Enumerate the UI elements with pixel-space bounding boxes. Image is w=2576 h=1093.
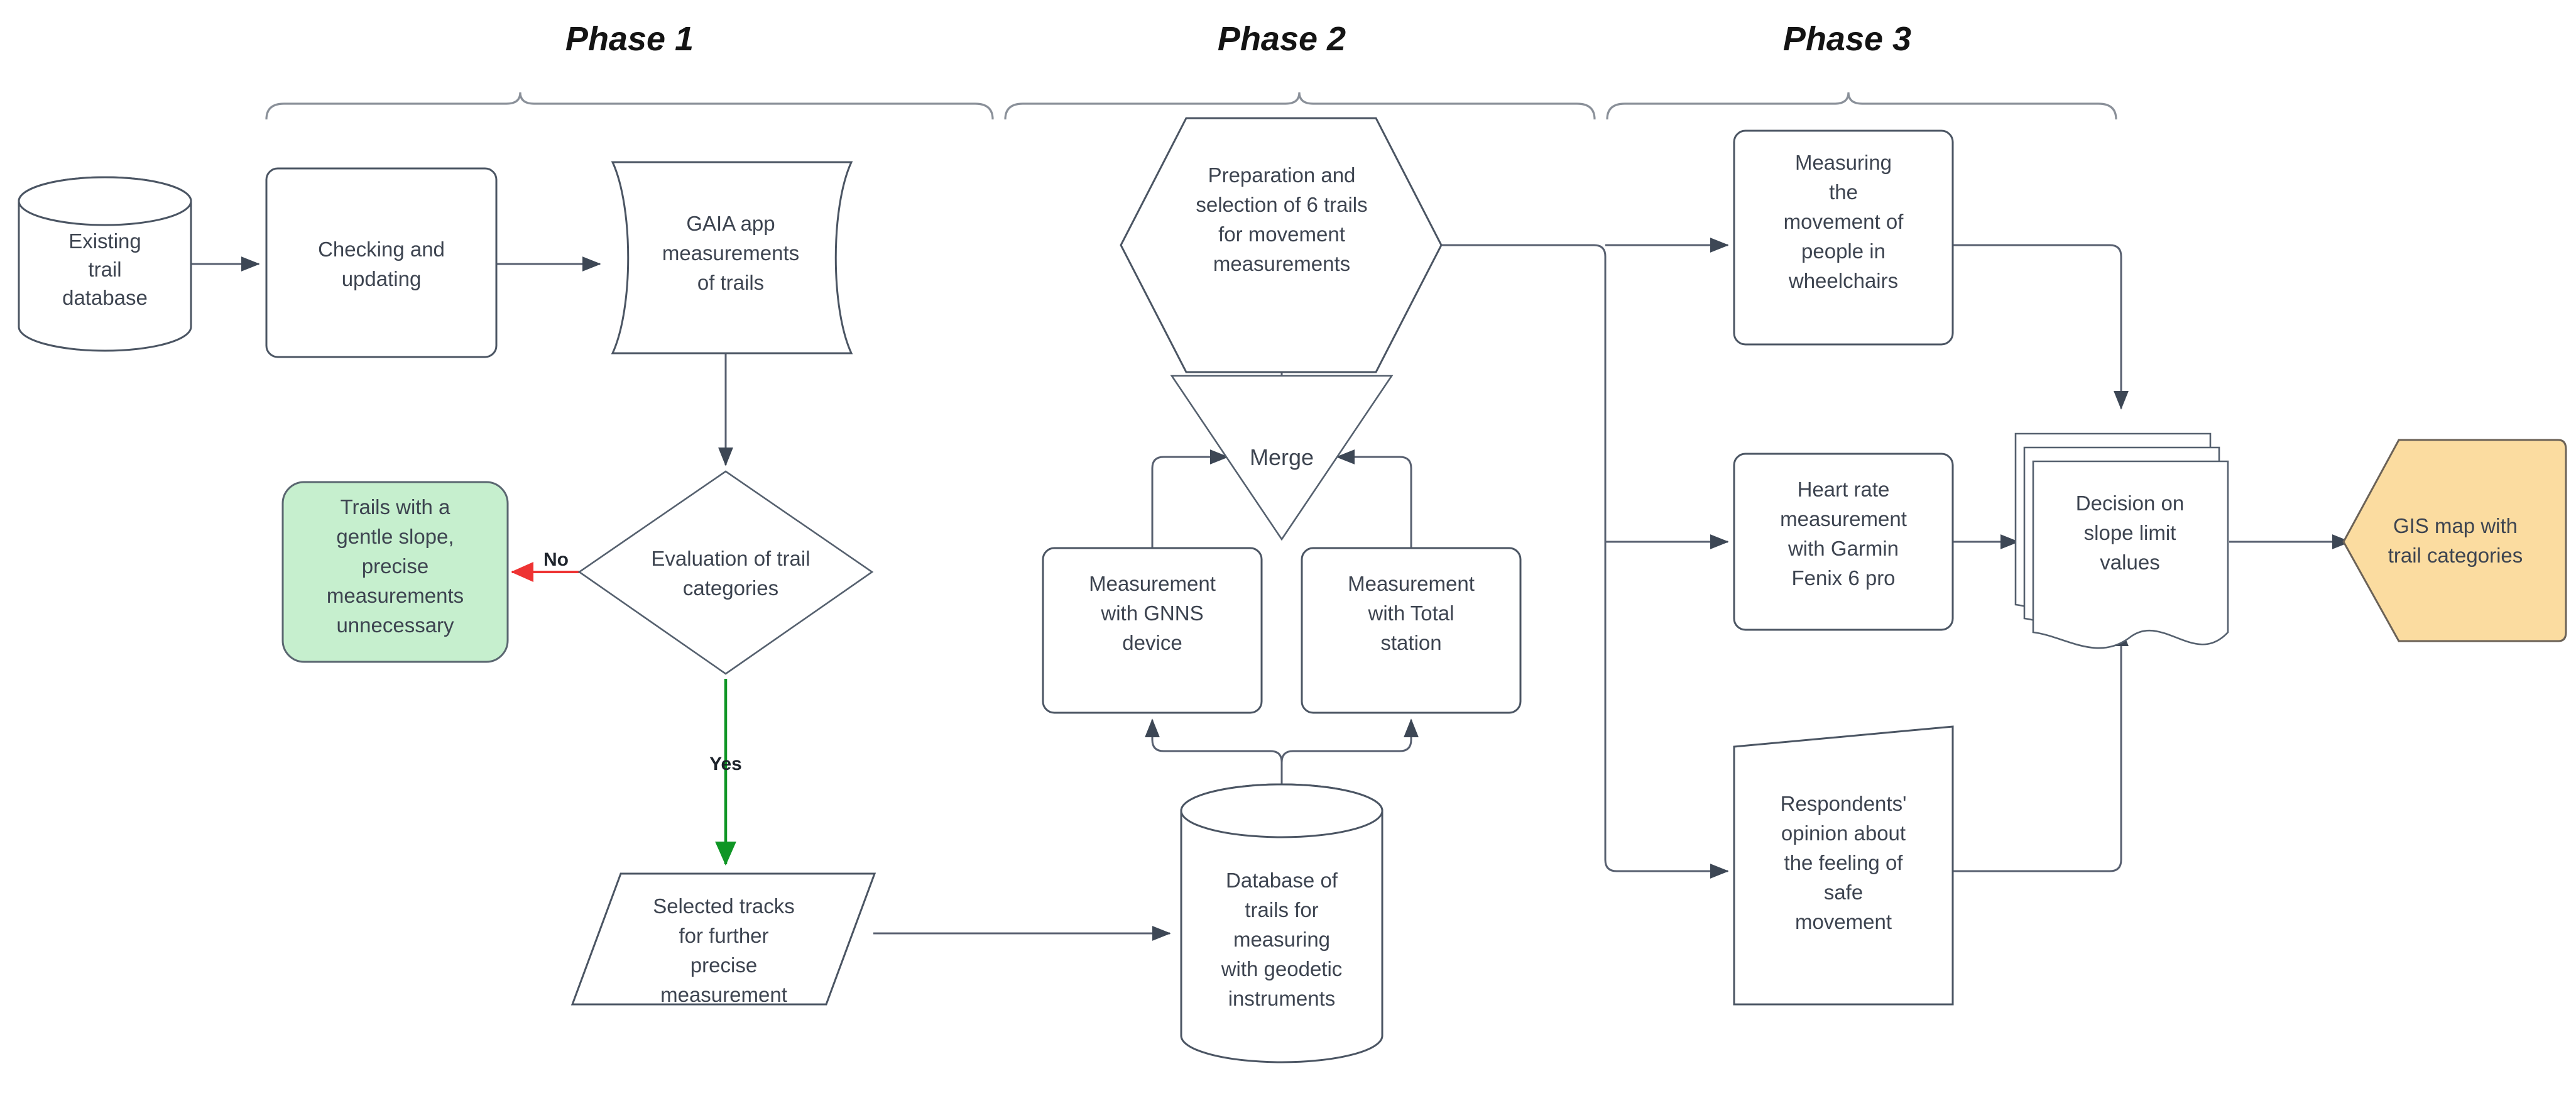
phase-brace-2 — [1004, 92, 1596, 120]
phase-brace-1 — [265, 92, 994, 120]
node-label-line: Existing — [68, 229, 141, 253]
edge-gnns-to-merge — [1151, 449, 1229, 550]
node-measurement-total-station[interactable]: Measurement with Total station — [1301, 547, 1522, 714]
node-database-of-trails-geodetic[interactable]: Database of trails for measuring with ge… — [1180, 783, 1384, 1063]
node-label-line: trail categories — [2388, 544, 2523, 567]
node-label-line: measurement — [660, 983, 787, 1006]
node-label-line: measurements — [662, 241, 799, 265]
node-label-line: the feeling of — [1784, 851, 1904, 874]
node-label-line: gentle slope, — [336, 525, 454, 548]
node-label-line: GIS map with — [2393, 514, 2518, 537]
node-selected-tracks[interactable]: Selected tracks for further precise meas… — [570, 872, 876, 1006]
node-label-line: Trails with a — [341, 495, 450, 519]
node-measuring-wheelchairs[interactable]: Measuring the movement of people in whee… — [1733, 129, 1954, 346]
node-merge[interactable]: Merge — [1170, 375, 1394, 541]
node-label-line: measurements — [327, 584, 464, 607]
node-label-line: Decision on — [2076, 492, 2184, 515]
node-label-line: people in — [1801, 239, 1886, 263]
node-label-line: the — [1829, 180, 1858, 204]
node-label-line: of trails — [697, 271, 764, 294]
node-label-line: Evaluation of trail — [651, 547, 810, 570]
node-label-line: with Total — [1368, 601, 1454, 625]
node-label-line: trail — [88, 258, 121, 281]
node-checking-and-updating[interactable]: Checking and updating — [265, 167, 498, 358]
node-label-line: trails for — [1245, 898, 1318, 921]
node-evaluation-of-trail-categories[interactable]: Evaluation of trail categories — [577, 470, 874, 675]
edge-db-to-gnns — [1145, 718, 1283, 805]
node-existing-trail-database[interactable]: Existing trail database — [18, 176, 192, 352]
node-label-line: Selected tracks — [653, 894, 795, 918]
node-label-line: with GNNS — [1100, 601, 1203, 625]
node-label-line: instruments — [1228, 987, 1336, 1010]
edge-wheelchairs-to-decision — [1953, 244, 2129, 410]
node-measurement-gnns[interactable]: Measurement with GNNS device — [1042, 547, 1263, 714]
edge-total-station-to-merge — [1336, 449, 1412, 550]
node-label-line: safe — [1824, 881, 1863, 904]
node-label-line: Measurement — [1348, 572, 1475, 595]
node-label-line: with Garmin — [1787, 537, 1899, 560]
node-label-line: wheelchairs — [1788, 269, 1898, 292]
node-label-line: measuring — [1233, 928, 1330, 951]
node-label-line: precise — [362, 554, 428, 578]
node-label-line: Merge — [1250, 444, 1314, 470]
node-label-line: selection of 6 trails — [1196, 193, 1367, 216]
node-label-line: opinion about — [1781, 821, 1906, 845]
node-label-line: for movement — [1218, 222, 1345, 246]
edge-label-no: No — [543, 549, 569, 570]
node-label-line: movement of — [1784, 210, 1904, 233]
node-label-line: slope limit — [2084, 521, 2176, 544]
edge-preparation-trunk — [1406, 244, 1729, 879]
edge-respondents-to-decision — [1953, 627, 2129, 872]
phase-label-2: Phase 2 — [1218, 20, 1346, 58]
node-label-line: Measuring — [1795, 151, 1892, 174]
node-label-line: unnecessary — [336, 613, 454, 637]
node-label-line: measurement — [1780, 507, 1907, 530]
node-heart-rate-garmin[interactable]: Heart rate measurement with Garmin Fenix… — [1733, 453, 1954, 631]
node-respondents-opinion[interactable]: Respondents' opinion about the feeling o… — [1733, 725, 1954, 1006]
node-label-line: GAIA app — [686, 212, 775, 235]
node-label-line: values — [2100, 551, 2159, 574]
node-label-line: database — [62, 286, 148, 309]
phase-brace-3 — [1606, 92, 2117, 120]
node-label-line: precise — [690, 953, 757, 977]
node-label-line: Fenix 6 pro — [1791, 566, 1895, 590]
edge-label-yes: Yes — [709, 754, 742, 774]
node-decision-slope-limit[interactable]: Decision on slope limit values — [2014, 432, 2229, 649]
phase-label-3: Phase 3 — [1783, 20, 1911, 58]
node-trails-gentle-slope[interactable]: Trails with a gentle slope, precise meas… — [281, 481, 509, 663]
phase-label-1: Phase 1 — [565, 20, 694, 58]
node-gaia-app-measurements[interactable]: GAIA app measurements of trails — [611, 161, 853, 354]
node-label-line: Measurement — [1089, 572, 1216, 595]
node-label-line: station — [1380, 631, 1441, 654]
node-label-line: updating — [342, 267, 422, 290]
edge-db-to-total-station — [1280, 718, 1419, 805]
node-label-line: measurements — [1213, 252, 1350, 275]
node-label-line: with geodetic — [1221, 957, 1343, 980]
node-label-line: Database of — [1226, 869, 1338, 892]
node-label-line: Checking and — [318, 238, 445, 261]
node-label-line: Respondents' — [1781, 792, 1907, 815]
node-label-line: device — [1122, 631, 1182, 654]
node-label-line: Preparation and — [1208, 163, 1356, 187]
node-preparation-selection[interactable]: Preparation and selection of 6 trails fo… — [1120, 117, 1443, 373]
node-label-line: categories — [683, 576, 778, 600]
node-label-line: Heart rate — [1798, 478, 1890, 501]
node-label-line: movement — [1795, 910, 1892, 933]
node-label-line: for further — [679, 924, 768, 947]
node-gis-map[interactable]: GIS map with trail categories — [2342, 439, 2567, 642]
